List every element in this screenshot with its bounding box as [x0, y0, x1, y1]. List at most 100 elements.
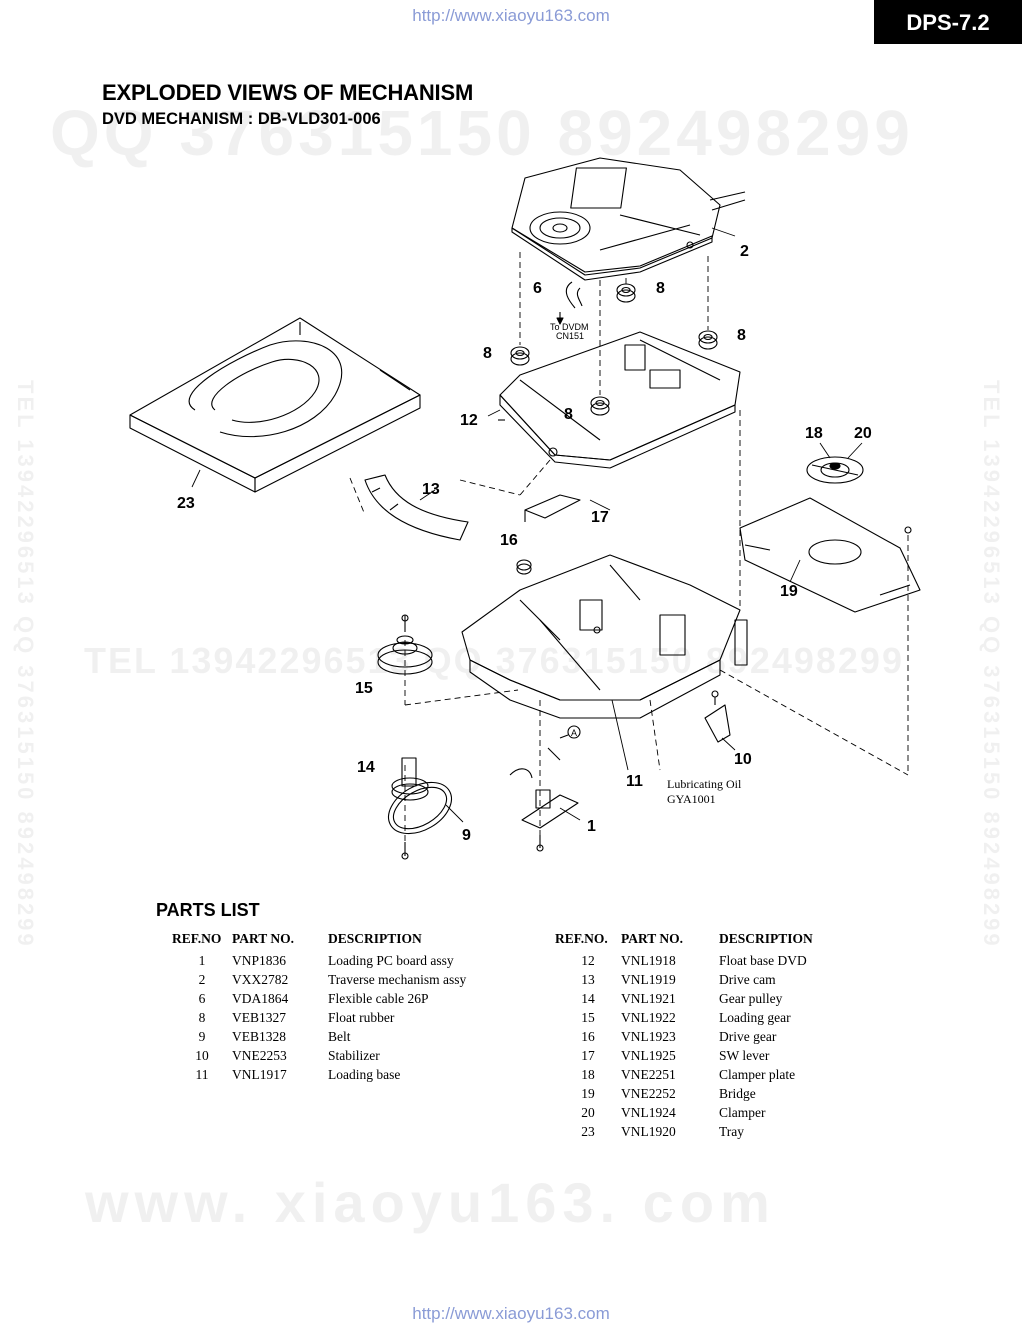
- cell-description: Bridge: [719, 1085, 756, 1101]
- cell-part-no: VNL1924: [621, 1104, 676, 1120]
- callout-18: 18: [805, 425, 823, 442]
- cell-ref-no: 8: [198, 1009, 206, 1025]
- cell-ref-no: 12: [581, 952, 595, 968]
- source-url-top[interactable]: http://www.xiaoyu163.com: [412, 6, 610, 25]
- callout-23: 23: [177, 495, 195, 512]
- cell-part-no: VNL1922: [621, 1009, 676, 1025]
- cell-description: SW lever: [719, 1047, 770, 1063]
- callout-8a: 8: [656, 280, 665, 297]
- table-row: 12 VNL1918 Float base DVD: [555, 951, 869, 970]
- loading-gear-drawing: [377, 614, 433, 675]
- callout-17: 17: [591, 509, 609, 526]
- watermark-side-left: TEL 13942296513 QQ 376315150 892498299: [13, 380, 38, 949]
- cell-ref-no: 13: [581, 971, 595, 987]
- cell-part-no: VEB1327: [232, 1009, 286, 1025]
- watermark-www: www. xiaoyu163. com: [85, 1171, 776, 1234]
- col-part-no: PART NO.: [232, 931, 295, 946]
- cell-ref-no: 17: [581, 1047, 595, 1063]
- cell-description: Belt: [328, 1028, 351, 1044]
- cell-description: Loading PC board assy: [328, 952, 454, 968]
- cell-part-no: VNL1917: [232, 1066, 287, 1082]
- table-row: 6 VDA1864 Flexible cable 26P: [172, 989, 508, 1008]
- cell-ref-no: 23: [581, 1123, 595, 1139]
- cell-description: Loading base: [328, 1066, 401, 1082]
- cell-description: Clamper plate: [719, 1066, 796, 1082]
- table-row: 18 VNE2251 Clamper plate: [555, 1065, 869, 1084]
- cell-ref-no: 6: [198, 990, 206, 1006]
- callout-11: 11: [626, 773, 643, 790]
- cell-ref-no: 18: [581, 1066, 595, 1082]
- cell-part-no: VXX2782: [232, 971, 289, 987]
- cell-part-no: VNL1920: [621, 1123, 676, 1139]
- cell-part-no: VNL1921: [621, 990, 676, 1006]
- callout-16: 16: [500, 532, 518, 549]
- cable-note-line1: To DVDM: [550, 322, 589, 332]
- flexible-cable-drawing: [565, 281, 576, 309]
- cell-part-no: VNP1836: [232, 952, 287, 968]
- col-ref-no: REF.NO: [172, 931, 222, 946]
- page-subtitle: DVD MECHANISM : DB-VLD301-006: [102, 110, 381, 128]
- cell-part-no: VNL1919: [621, 971, 676, 987]
- drive-cam-drawing: [364, 474, 469, 541]
- cell-ref-no: 10: [195, 1047, 209, 1063]
- cell-part-no: VDA1864: [232, 990, 289, 1006]
- traverse-mechanism-drawing: [511, 157, 746, 281]
- cell-description: Float base DVD: [719, 952, 807, 968]
- cell-part-no: VNL1918: [621, 952, 676, 968]
- cell-part-no: VEB1328: [232, 1028, 286, 1044]
- cell-ref-no: 16: [581, 1028, 595, 1044]
- cell-description: Drive cam: [719, 971, 776, 987]
- cell-part-no: VNL1923: [621, 1028, 676, 1044]
- connector-circle: [567, 725, 581, 739]
- callout-1: 1: [587, 818, 596, 835]
- callout-8d: 8: [564, 406, 573, 423]
- callout-6: 6: [533, 280, 542, 297]
- tray-drawing: [129, 317, 421, 493]
- sw-lever-drawing: [524, 494, 581, 522]
- cell-description: Clamper: [719, 1104, 766, 1120]
- cell-part-no: VNE2251: [621, 1066, 676, 1082]
- callout-19: 19: [780, 583, 798, 600]
- bridge-drawing: [739, 497, 921, 613]
- leader-lines: [191, 227, 863, 823]
- cell-description: Gear pulley: [719, 990, 783, 1006]
- callout-8c: 8: [483, 345, 492, 362]
- table-row: 14 VNL1921 Gear pulley: [555, 989, 869, 1008]
- callout-13: 13: [422, 481, 440, 498]
- cell-part-no: VNE2252: [621, 1085, 676, 1101]
- drive-gear-drawing: [516, 559, 532, 571]
- cell-description: Flexible cable 26P: [328, 990, 429, 1006]
- col-description: DESCRIPTION: [719, 931, 813, 946]
- col-ref-no: REF.NO.: [555, 931, 608, 946]
- belt-drawing: [388, 781, 452, 835]
- alignment-lines: [349, 252, 909, 850]
- float-base-drawing: [498, 331, 741, 469]
- exploded-view-diagram: 1 2 6 8 8 8 8 9 10 11 12 13 14 15 16 17 …: [129, 157, 921, 860]
- cable-note-line2: CN151: [556, 331, 584, 341]
- table-row: 16 VNL1923 Drive gear: [555, 1027, 869, 1046]
- cell-description: Drive gear: [719, 1028, 777, 1044]
- cell-description: Loading gear: [719, 1009, 791, 1025]
- source-url-bottom[interactable]: http://www.xiaoyu163.com: [412, 1304, 610, 1323]
- stabilizer-drawing: [704, 690, 731, 743]
- oil-note-line2: GYA1001: [667, 792, 716, 806]
- loading-base-drawing: [461, 554, 748, 719]
- table-row: 13 VNL1919 Drive cam: [555, 970, 869, 989]
- cell-ref-no: 14: [581, 990, 595, 1006]
- cell-ref-no: 2: [198, 971, 206, 987]
- callout-9: 9: [462, 827, 471, 844]
- loading-pc-board-drawing: [509, 747, 579, 852]
- callout-10: 10: [734, 751, 752, 768]
